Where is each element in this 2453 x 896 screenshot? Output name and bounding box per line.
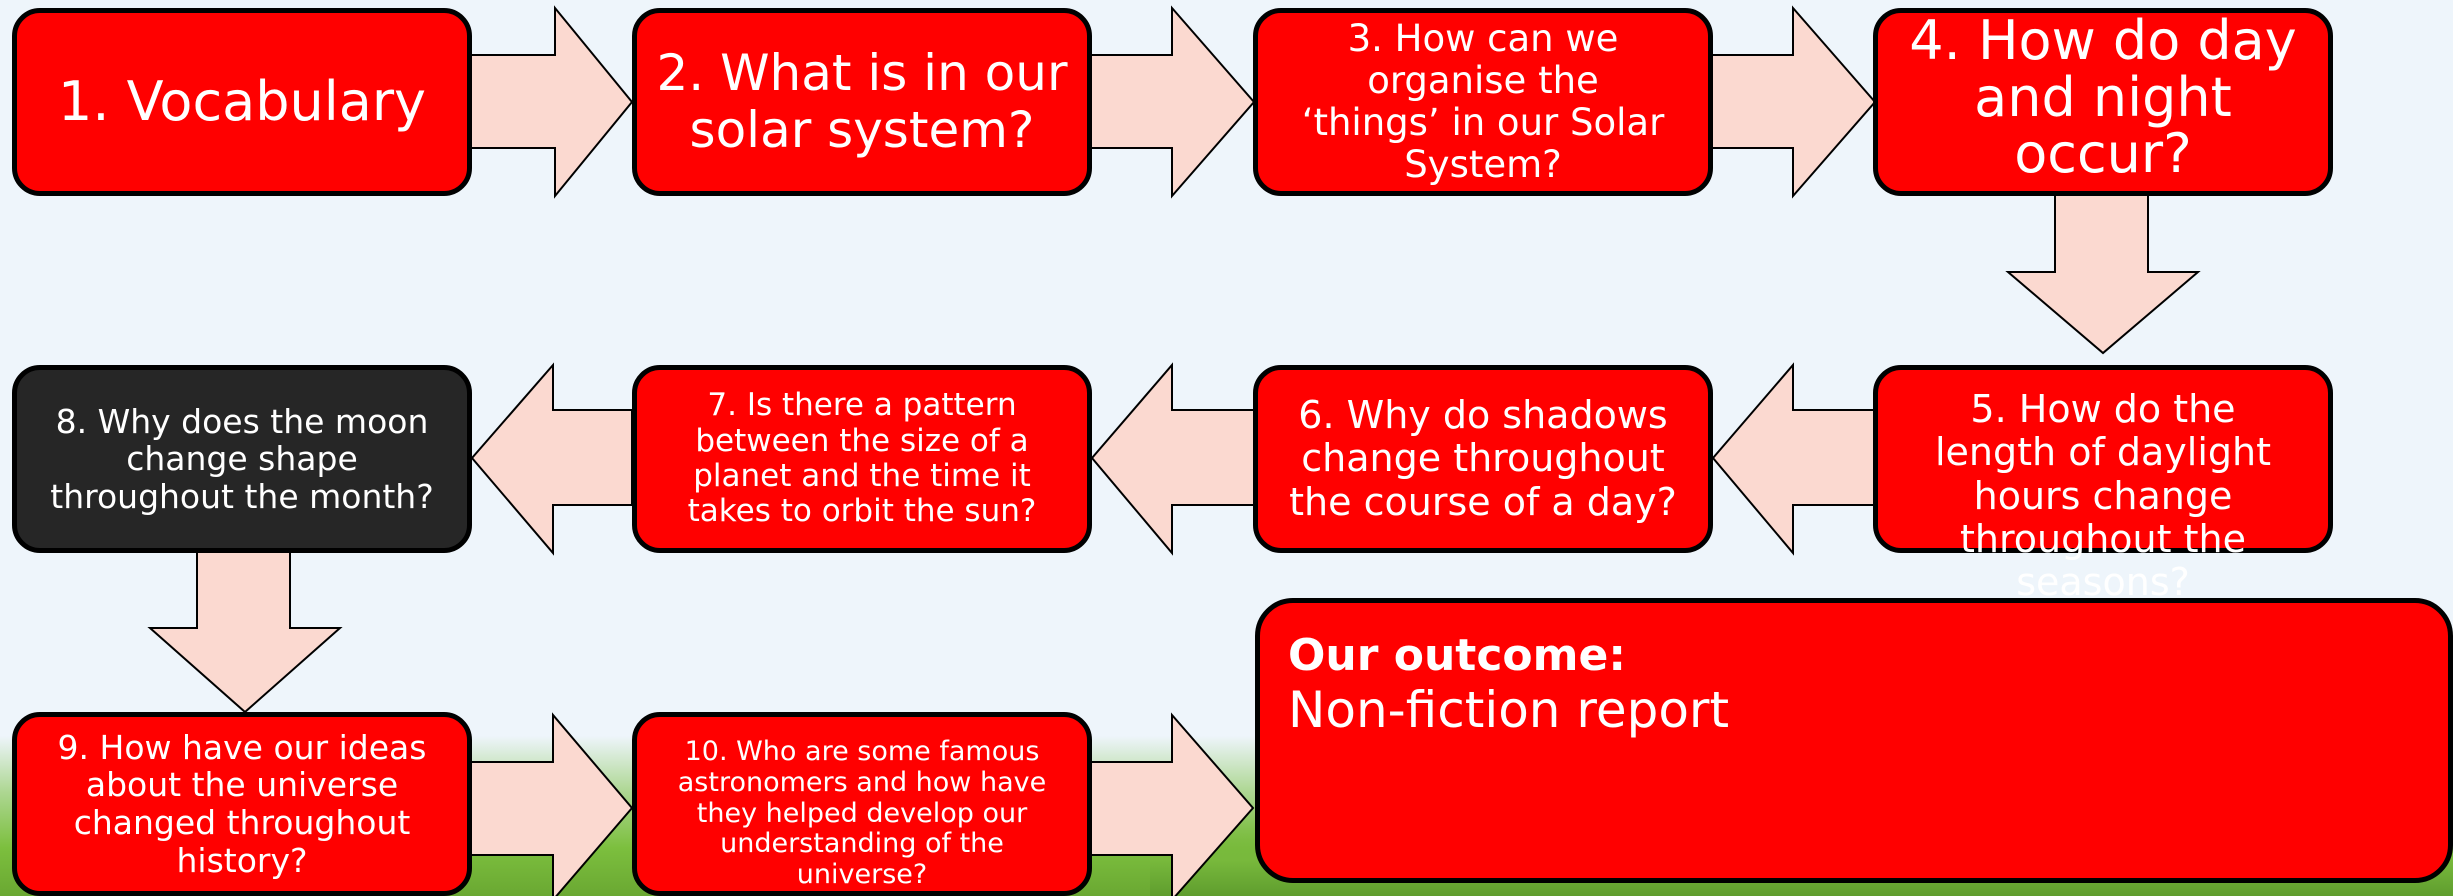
step-8-box: 8. Why does the moon change shape throug… [12, 365, 472, 553]
arrow-6-to-7 [1090, 362, 1255, 556]
arrow-4-to-5 [2005, 192, 2201, 355]
step-3-box: 3. How can we organise the ‘things’ in o… [1253, 8, 1713, 196]
step-1-label: 1. Vocabulary [57, 70, 426, 134]
arrow-8-to-9 [147, 549, 343, 714]
step-2-label: 2. What is in our solar system? [656, 44, 1068, 159]
step-10-label: 10. Who are some famous astronomers and … [677, 736, 1047, 891]
arrow-10-to-outcome [1089, 712, 1255, 896]
step-10-box: 10. Who are some famous astronomers and … [632, 712, 1092, 896]
arrow-5-to-6 [1711, 362, 1876, 556]
step-2-box: 2. What is in our solar system? [632, 8, 1092, 196]
step-5-box: 5. How do the length of daylight hours c… [1873, 365, 2333, 604]
step-9-box: 9. How have our ideas about the universe… [12, 712, 472, 896]
step-1-box: 1. Vocabulary [12, 8, 472, 196]
arrow-2-to-3 [1089, 5, 1256, 199]
step-6-box: 6. Why do shadows change throughout the … [1253, 365, 1713, 553]
step-4-box: 4. How do day and night occur? [1873, 8, 2333, 196]
step-4-label: 4. How do day and night occur? [1909, 9, 2297, 186]
outcome-box: Our outcome: Non-fiction report [1255, 598, 2453, 883]
arrow-1-to-2 [469, 5, 634, 199]
step-9-label: 9. How have our ideas about the universe… [57, 727, 427, 880]
arrow-7-to-8 [470, 362, 633, 556]
outcome-title: Our outcome: [1288, 630, 1626, 681]
step-5-label: 5. How do the length of daylight hours c… [1934, 387, 2272, 605]
step-6-label: 6. Why do shadows change throughout the … [1289, 393, 1677, 524]
arrow-9-to-10 [469, 712, 634, 896]
step-8-label: 8. Why does the moon change shape throug… [50, 401, 434, 516]
step-7-box: 7. Is there a pattern between the size o… [632, 365, 1092, 553]
step-3-label: 3. How can we organise the ‘things’ in o… [1301, 16, 1665, 187]
step-7-label: 7. Is there a pattern between the size o… [687, 387, 1037, 530]
outcome-text: Non-fiction report [1288, 680, 1730, 739]
arrow-3-to-4 [1709, 5, 1877, 199]
